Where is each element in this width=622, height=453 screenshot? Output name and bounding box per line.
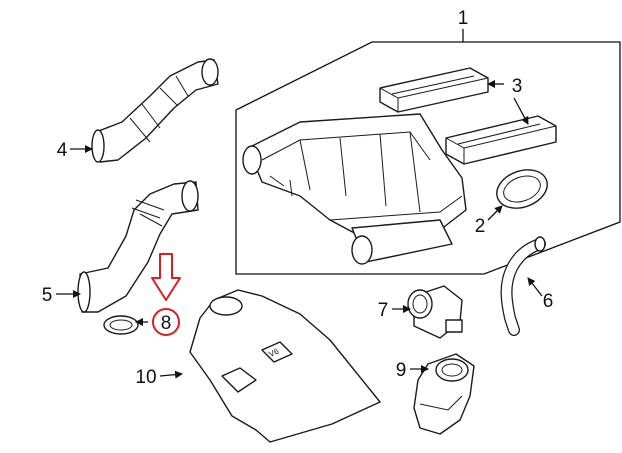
intake-duct-upper <box>91 58 219 163</box>
clamp-ring <box>103 315 139 335</box>
engine-cover: V6 <box>189 289 381 443</box>
highlight-arrow-icon <box>151 253 181 301</box>
callout-9: 9 <box>396 360 407 381</box>
callout-4: 4 <box>57 140 68 161</box>
callout-5: 5 <box>42 285 53 306</box>
intake-adapter-housing <box>413 353 475 435</box>
breather-hose <box>500 236 546 336</box>
callout-8: 8 <box>161 313 172 334</box>
intake-duct-lower <box>77 180 199 313</box>
callout-2: 2 <box>475 216 486 237</box>
callout-10: 10 <box>135 367 156 388</box>
leader-lines <box>56 29 543 379</box>
air-cleaner-assembly-frame <box>235 41 621 275</box>
air-cleaner-housing <box>242 113 467 265</box>
housing-seal-ring <box>496 169 548 209</box>
mass-air-flow-sensor <box>407 285 463 339</box>
engine-cover-badge: V6 <box>268 346 281 359</box>
callout-1: 1 <box>458 8 469 29</box>
highlight-circle <box>152 308 180 336</box>
callout-6: 6 <box>543 291 554 312</box>
callout-3: 3 <box>512 76 523 97</box>
callout-7: 7 <box>378 300 389 321</box>
air-filter-element-upper <box>379 67 489 113</box>
air-filter-element-lower <box>445 115 557 165</box>
